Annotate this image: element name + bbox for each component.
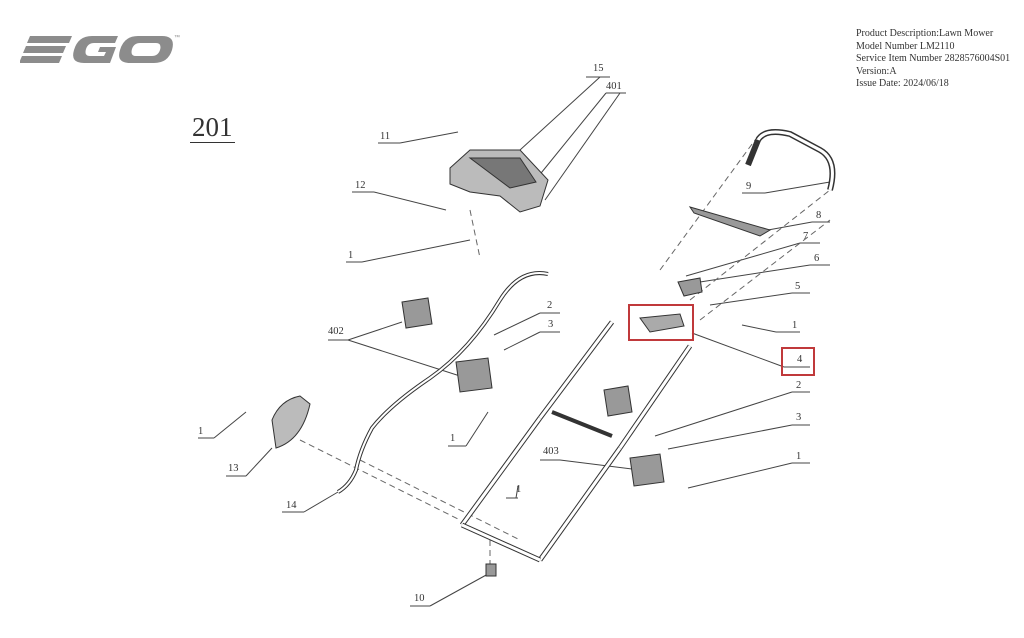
product-info-block: Product Description:Lawn Mower Model Num…: [856, 28, 1010, 91]
callout-401: 401: [606, 81, 622, 92]
version: Version:A: [856, 65, 897, 77]
callout-3-lower: 3: [796, 412, 802, 423]
callout-8: 8: [816, 210, 822, 221]
callout-2-lower: 2: [796, 380, 802, 391]
callout-2-upper: 2: [547, 300, 553, 311]
callout-1-middle: 1: [450, 433, 456, 444]
callout-13: 13: [228, 463, 239, 474]
callout-1-top: 1: [348, 250, 354, 261]
callout-15: 15: [593, 63, 604, 74]
model-number: Model Number LM2110: [856, 40, 955, 52]
callout-5: 5: [795, 281, 801, 292]
callout-4: 4: [797, 354, 803, 365]
callout-10: 10: [414, 593, 425, 604]
callout-1-right: 1: [792, 320, 798, 331]
highlight-part-4-switch: [628, 304, 694, 341]
callout-1-left: 1: [198, 426, 204, 437]
callout-1-lower-right: 1: [796, 451, 802, 462]
issue-date: Issue Date: 2024/06/18: [856, 78, 949, 89]
callout-7: 7: [803, 231, 809, 242]
highlight-callout-4: [781, 347, 815, 376]
service-item-number: Service Item Number 2828576004S01: [856, 53, 1011, 64]
product-description: Product Description:Lawn Mower: [856, 28, 994, 39]
trademark-symbol: ™: [174, 34, 180, 41]
callout-3-upper: 3: [548, 319, 554, 330]
ego-logo: ™: [19, 30, 180, 70]
callout-402: 402: [328, 326, 344, 337]
callout-12: 12: [355, 180, 366, 191]
callout-14: 14: [286, 500, 297, 511]
callout-403: 403: [543, 446, 559, 457]
callout-9: 9: [746, 181, 752, 192]
callout-11: 11: [380, 131, 391, 142]
diagram-page-number: 201: [190, 112, 235, 143]
callout-1-frame: 1: [516, 484, 522, 495]
callout-6: 6: [814, 253, 820, 264]
